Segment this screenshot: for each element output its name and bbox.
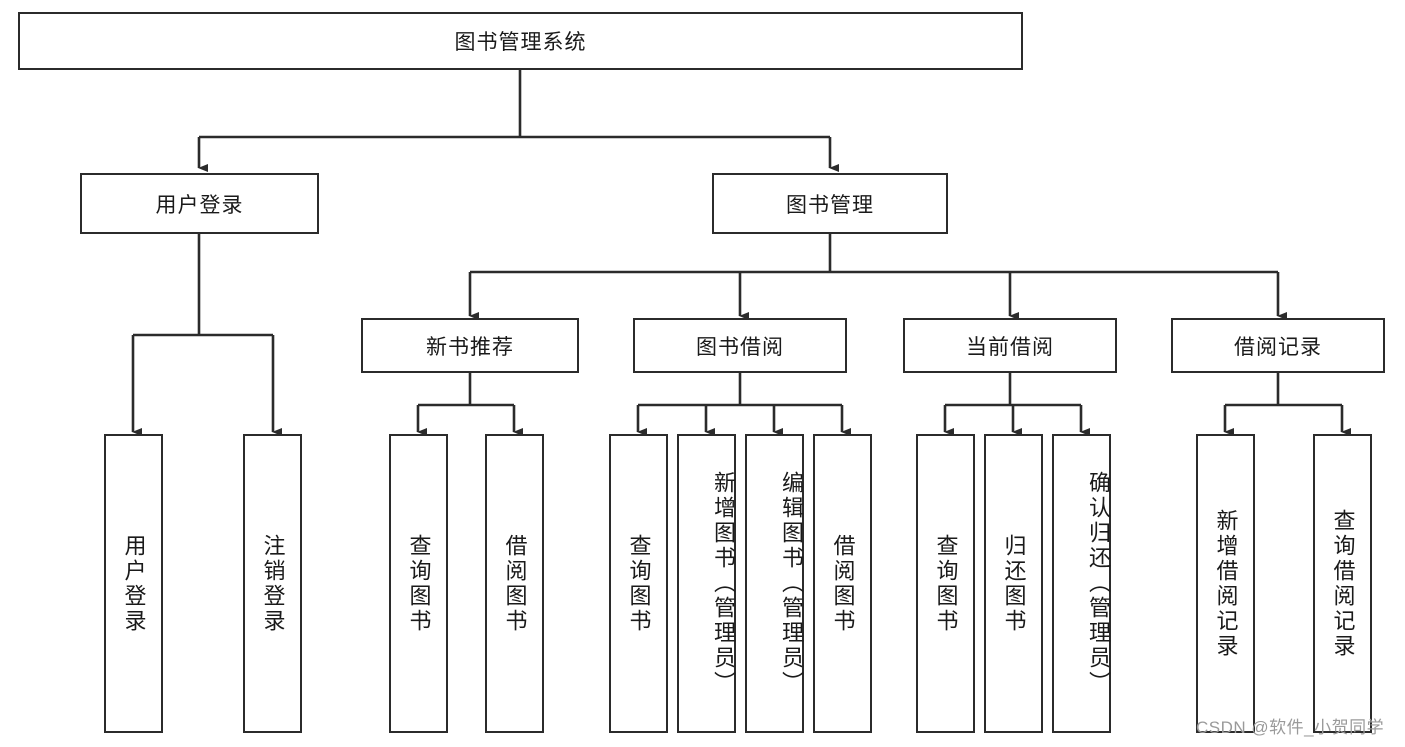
node-current-borrow[interactable]: 当前借阅 — [903, 318, 1117, 373]
node-label: 新增借阅记录 — [1213, 508, 1239, 659]
node-label: 查询图书 — [933, 533, 959, 634]
node-label: 用户登录 — [155, 193, 244, 217]
node-label: 新书推荐 — [426, 335, 514, 359]
watermark-text: CSDN @软件_小贺同学 — [1196, 718, 1385, 737]
node-label: 借阅图书 — [830, 533, 856, 634]
leaf-bb-edit-book-admin[interactable]: 编辑图书（管理员） — [745, 434, 804, 733]
node-label: 确认归还（管理员） — [1086, 471, 1111, 696]
node-label: 当前借阅 — [966, 335, 1054, 359]
node-label: 查询借阅记录 — [1330, 508, 1356, 659]
leaf-nb-query-book[interactable]: 查询图书 — [389, 434, 448, 733]
node-book-management[interactable]: 图书管理 — [712, 173, 948, 234]
node-label: 归还图书 — [1001, 533, 1027, 634]
node-borrow-record[interactable]: 借阅记录 — [1171, 318, 1385, 373]
node-label: 图书管理 — [786, 193, 874, 217]
node-label: 借阅记录 — [1234, 335, 1322, 359]
node-label: 用户登录 — [121, 533, 147, 634]
leaf-br-query-record[interactable]: 查询借阅记录 — [1313, 434, 1372, 733]
leaf-cb-return-book[interactable]: 归还图书 — [984, 434, 1043, 733]
leaf-br-add-record[interactable]: 新增借阅记录 — [1196, 434, 1255, 733]
node-label: 新增图书（管理员） — [711, 471, 736, 696]
leaf-bb-add-book-admin[interactable]: 新增图书（管理员） — [677, 434, 736, 733]
leaf-cb-query-book[interactable]: 查询图书 — [916, 434, 975, 733]
node-root-book-management-system[interactable]: 图书管理系统 — [18, 12, 1023, 70]
node-label: 借阅图书 — [502, 533, 528, 634]
node-label: 查询图书 — [406, 533, 432, 634]
node-label: 图书管理系统 — [454, 31, 587, 54]
node-label: 注销登录 — [260, 533, 286, 634]
node-label: 查询图书 — [626, 533, 652, 634]
leaf-user-login[interactable]: 用户登录 — [104, 434, 163, 733]
node-user-login[interactable]: 用户登录 — [80, 173, 319, 234]
leaf-cb-confirm-return-admin[interactable]: 确认归还（管理员） — [1052, 434, 1111, 733]
node-label: 图书借阅 — [696, 335, 784, 359]
node-book-borrow[interactable]: 图书借阅 — [633, 318, 847, 373]
leaf-bb-borrow-book[interactable]: 借阅图书 — [813, 434, 872, 733]
node-label: 编辑图书（管理员） — [779, 471, 804, 696]
leaf-nb-borrow-book[interactable]: 借阅图书 — [485, 434, 544, 733]
node-new-book-recommend[interactable]: 新书推荐 — [361, 318, 579, 373]
leaf-logout[interactable]: 注销登录 — [243, 434, 302, 733]
leaf-bb-query-book[interactable]: 查询图书 — [609, 434, 668, 733]
